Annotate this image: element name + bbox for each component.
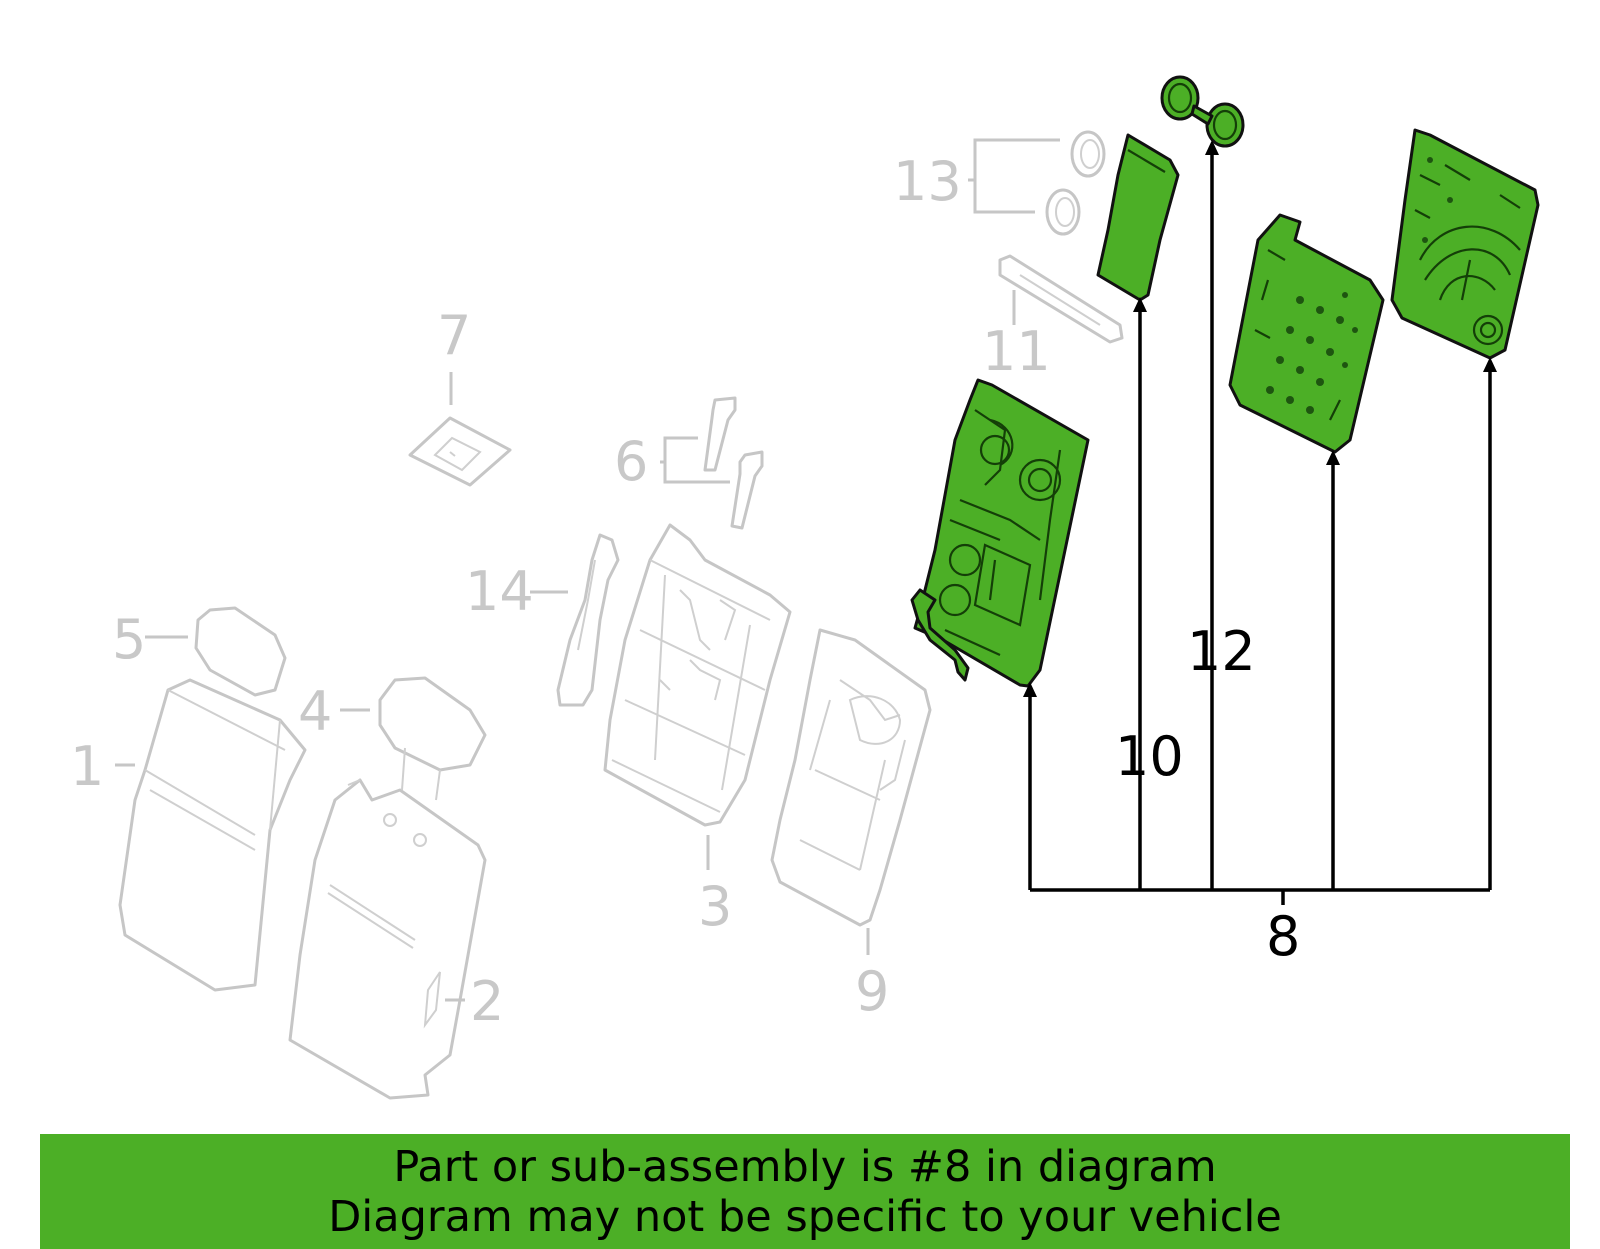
part-14-hinge xyxy=(556,533,620,707)
callout-labels: 1 2 3 4 5 6 7 8 9 10 11 12 13 14 xyxy=(70,150,1300,1033)
callout-2: 2 xyxy=(470,970,504,1033)
part-2-seat-back-cover xyxy=(288,778,487,1100)
info-banner: Part or sub-assembly is #8 in diagram Di… xyxy=(40,1134,1570,1249)
part-1-seat-back-cushion xyxy=(118,678,307,992)
part-4-headrest xyxy=(378,676,487,801)
part-8-cover-panel-10[interactable] xyxy=(1096,133,1180,302)
part-9-panel xyxy=(770,628,932,927)
part-11-rail xyxy=(998,254,1124,344)
callout-5: 5 xyxy=(112,608,146,671)
callout-11: 11 xyxy=(982,320,1051,383)
banner-line-disclaimer: Diagram may not be specific to your vehi… xyxy=(328,1192,1282,1242)
callout-6: 6 xyxy=(614,430,648,493)
part-13-plugs xyxy=(1045,130,1106,236)
callout-12: 12 xyxy=(1187,620,1256,683)
part-8-leader-lines xyxy=(1023,140,1497,905)
part-8-main-backboard[interactable] xyxy=(910,378,1090,688)
faded-leader-lines xyxy=(115,138,1060,1002)
callout-1: 1 xyxy=(70,735,104,798)
callout-13: 13 xyxy=(893,150,962,213)
callout-4: 4 xyxy=(298,680,332,743)
callout-3: 3 xyxy=(698,875,732,938)
callout-8: 8 xyxy=(1266,905,1300,968)
part-8-plugs-12[interactable] xyxy=(1160,75,1245,148)
callout-14: 14 xyxy=(465,560,534,623)
part-5-headrest xyxy=(194,606,287,697)
callout-9: 9 xyxy=(855,960,889,1023)
part-6-headrest-guides xyxy=(703,396,764,530)
callout-7: 7 xyxy=(437,304,471,367)
part-7-bracket xyxy=(408,416,512,487)
part-8-rear-panel[interactable] xyxy=(1390,128,1540,360)
callout-10: 10 xyxy=(1115,725,1184,788)
part-3-seat-back-frame xyxy=(603,523,792,827)
banner-line-part-number: Part or sub-assembly is #8 in diagram xyxy=(393,1142,1217,1192)
part-8-circuit-board[interactable] xyxy=(1228,213,1385,454)
